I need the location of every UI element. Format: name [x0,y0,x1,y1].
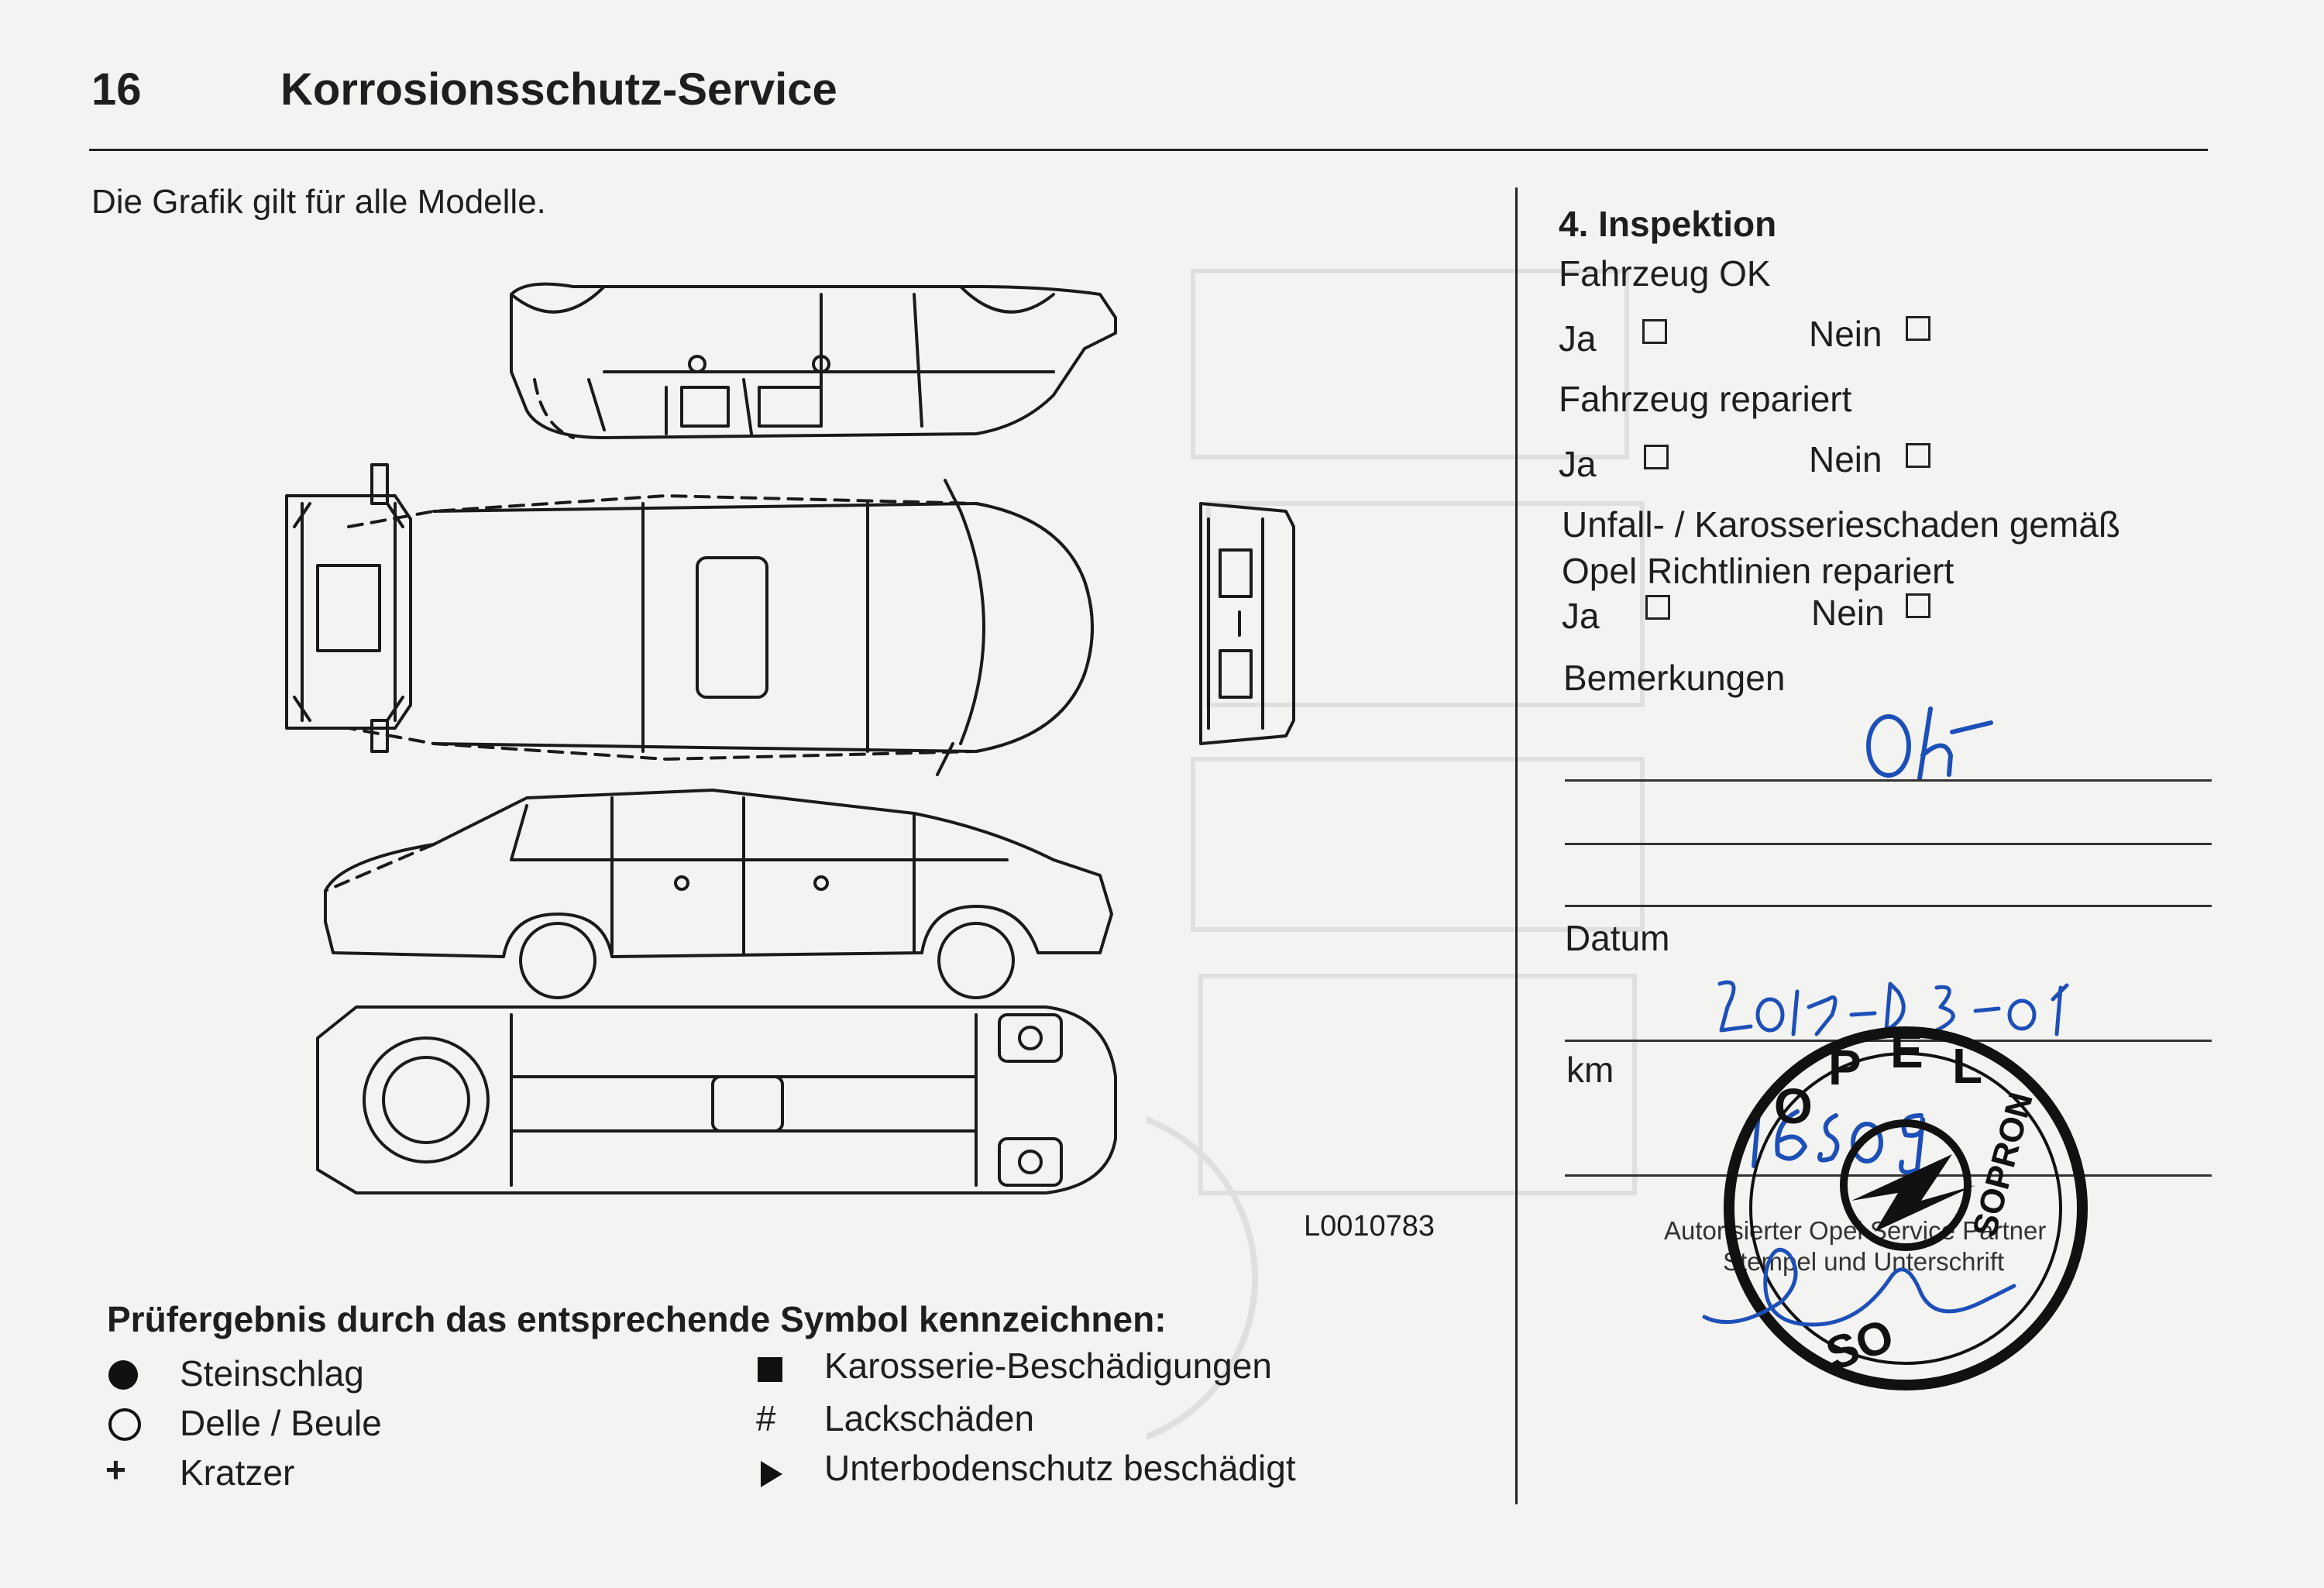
intro-text: Die Grafik gilt für alle Modelle. [91,183,546,221]
svg-text:P: P [1828,1040,1862,1095]
q3-yes-label: Ja [1562,596,1600,636]
remarks-line-3[interactable] [1565,905,2212,907]
q2-yes-checkbox[interactable] [1644,445,1669,469]
q2-no-checkbox[interactable] [1906,443,1930,468]
page-title: Korrosionsschutz-Service [280,64,837,115]
km-label: km [1566,1050,1614,1090]
svg-text:E: E [1890,1023,1923,1078]
q1-yes-label: Ja [1559,318,1597,359]
legend-body-damage: Karosserie-Beschädigungen [824,1346,1272,1386]
q2-yes-label: Ja [1559,444,1597,484]
column-divider [1515,187,1518,1504]
handwritten-signature [1702,1247,2016,1327]
car-damage-diagram [285,282,1295,1194]
q3-label-line2: Opel Richtlinien repariert [1562,551,1954,591]
handwritten-remark-ok [1866,706,1993,781]
km-line[interactable] [1565,1174,2212,1177]
legend-scratch: Kratzer [180,1452,295,1493]
q1-label: Fahrzeug OK [1559,253,1771,294]
remarks-line-2[interactable] [1565,843,2212,845]
svg-text:L: L [1952,1038,1982,1094]
triangle-right-icon [761,1461,782,1487]
q3-label-line1: Unfall- / Karosserieschaden gemäß [1562,504,2120,545]
filled-square-icon [758,1357,782,1382]
open-circle-icon [108,1408,141,1441]
legend-paint-damage: Lackschäden [824,1398,1035,1438]
q1-no-checkbox[interactable] [1906,316,1930,341]
q3-yes-checkbox[interactable] [1645,595,1670,620]
q1-no-label: Nein [1809,314,1882,354]
legend-dent: Delle / Beule [180,1403,382,1443]
svg-text:O: O [1774,1078,1813,1134]
inspection-heading: 4. Inspektion [1559,204,1777,244]
car-front-view [285,463,412,753]
car-underbody-view [316,1005,1117,1194]
header-rule [89,149,2208,151]
q3-no-checkbox[interactable] [1906,593,1930,618]
diagram-code: L0010783 [1304,1210,1435,1243]
legend-title: Prüfergebnis durch das entsprechende Sym… [107,1299,1167,1339]
car-plan-view [347,479,1094,776]
date-label: Datum [1565,918,1670,958]
remarks-line-1[interactable] [1565,779,2212,782]
q2-label: Fahrzeug repariert [1559,379,1852,419]
legend-stone-chip: Steinschlag [180,1353,364,1394]
car-top-side-view [510,282,1117,439]
date-line[interactable] [1565,1040,2212,1042]
car-side-view [324,789,1113,999]
plus-icon: + [105,1449,126,1490]
page-number: 16 [91,64,142,115]
car-rear-view [1199,502,1295,745]
q3-no-label: Nein [1811,593,1885,633]
legend-underbody-damage: Unterbodenschutz beschädigt [824,1448,1296,1488]
dealer-stamp-seal: O P E L SO SOPRON [1724,1023,2088,1390]
q1-yes-checkbox[interactable] [1642,319,1667,344]
remarks-label: Bemerkungen [1563,658,1786,698]
q2-no-label: Nein [1809,439,1882,479]
filled-circle-icon [108,1360,138,1390]
hash-icon: # [756,1398,776,1438]
